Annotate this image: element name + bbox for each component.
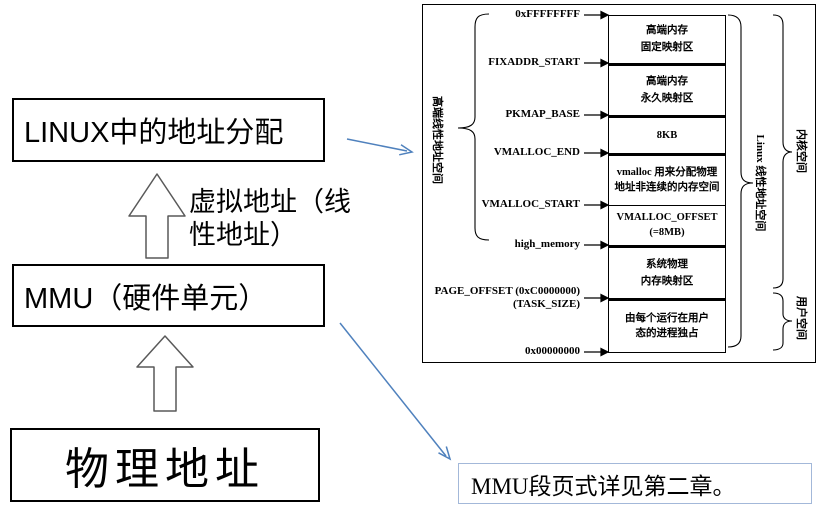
addr-label-vmalloc-end: VMALLOC_END xyxy=(493,146,580,158)
segment-permanent-mapping: 高端内存 永久映射区 xyxy=(609,63,725,115)
segment-physical-mapping: 系统物理 内存映射区 xyxy=(609,245,725,298)
addr-label-high-memory: high_memory xyxy=(514,238,580,250)
diagram-frame xyxy=(422,4,816,363)
note-box: MMU段页式详见第二章。 xyxy=(458,463,812,504)
note-text: MMU段页式详见第二章。 xyxy=(471,473,736,499)
block-arrow-up-to-mmu xyxy=(136,335,194,412)
linux-space-vertical-label: Linux 线性地址空间 xyxy=(754,134,766,232)
virtual-address-label-line2: 性地址） xyxy=(189,220,297,250)
addr-label-page-offset: PAGE_OFFSET (0xC0000000) (TASK_SIZE) xyxy=(434,285,580,310)
addr-label-0x00000000: 0x00000000 xyxy=(525,345,580,357)
segment-user-process: 由每个运行在用户 态的进程独占 xyxy=(609,298,725,352)
segment-fixed-mapping: 高端内存 固定映射区 xyxy=(640,25,694,53)
linux-box-label: LINUX中的地址分配 xyxy=(24,117,284,149)
user-space-vertical-label: 用户空间 xyxy=(795,296,807,340)
addr-label-vmalloc-start: VMALLOC_START xyxy=(481,198,580,210)
mmu-box-label: MMU（硬件单元） xyxy=(24,282,268,315)
high-region-vertical-label: 高端线性地址空间 xyxy=(431,96,443,184)
addr-label-0xffffffff: 0xFFFFFFFF xyxy=(515,8,580,20)
segment-vmalloc-area: vmalloc 用来分配物理 地址非连续的内存空间 xyxy=(609,153,725,205)
addr-label-pkmap-base: PKMAP_BASE xyxy=(505,108,580,120)
physical-address-box: 物理地址 xyxy=(10,428,320,502)
virtual-address-label: 虚拟地址（线 性地址） xyxy=(189,186,369,252)
block-arrow-up-to-linux xyxy=(128,173,186,259)
physical-box-label: 物理地址 xyxy=(65,445,265,494)
memory-map-box: 高端内存 固定映射区 高端内存 永久映射区 8KB vmalloc 用来分配物理… xyxy=(608,15,726,353)
mmu-box: MMU（硬件单元） xyxy=(12,264,325,327)
segment-8kb-gap: 8KB xyxy=(609,115,725,153)
segment-vmalloc-offset: VMALLOC_OFFSET (=8MB) xyxy=(609,205,725,245)
kernel-space-vertical-label: 内核空间 xyxy=(795,129,807,173)
addr-label-fixaddr-start: FIXADDR_START xyxy=(488,56,580,68)
linux-address-allocation-box: LINUX中的地址分配 xyxy=(12,98,325,162)
virtual-address-label-line1: 虚拟地址（线 xyxy=(189,187,351,217)
